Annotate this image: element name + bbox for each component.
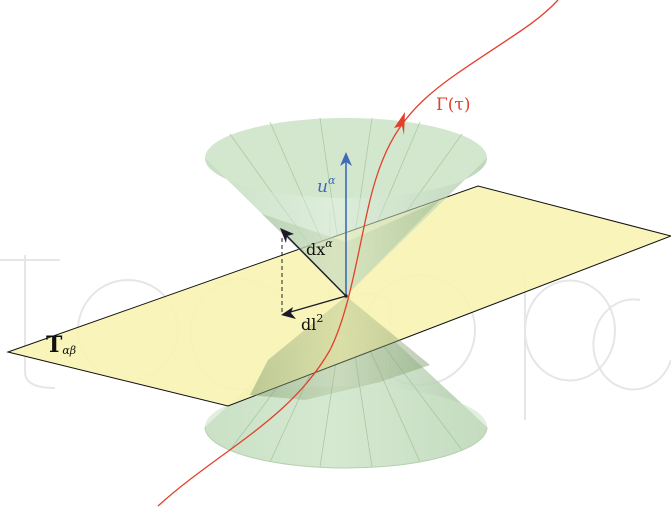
worldline-curve bbox=[157, 0, 559, 507]
four-velocity-superscript: α bbox=[328, 174, 336, 187]
four-velocity-vector bbox=[340, 152, 352, 296]
worldline-label: Γ(τ) bbox=[436, 95, 470, 115]
proper-length-vector bbox=[281, 295, 347, 319]
watermark-letter-t bbox=[0, 255, 60, 389]
tangent-space-symbol: T bbox=[46, 332, 63, 358]
watermark-letter-e2 bbox=[592, 298, 671, 391]
watermark-letter-p bbox=[524, 275, 616, 420]
proper-length-symbol: dl bbox=[301, 315, 316, 334]
four-velocity-symbol: u bbox=[317, 177, 328, 197]
displacement-superscript: α bbox=[325, 237, 333, 250]
proper-length-label: dl2 bbox=[301, 312, 323, 334]
tangent-space-label: Tαβ bbox=[46, 332, 76, 358]
displacement-label: dxα bbox=[306, 237, 333, 259]
event-point bbox=[344, 294, 348, 298]
past-cone-rim bbox=[204, 426, 488, 469]
proper-length-superscript: 2 bbox=[316, 312, 323, 325]
displacement-symbol: dx bbox=[306, 240, 325, 259]
four-velocity-label: uα bbox=[317, 174, 336, 197]
worldline-arrowhead bbox=[394, 112, 405, 135]
displacement-vector bbox=[280, 228, 347, 297]
tangent-space-subscript: αβ bbox=[62, 344, 76, 357]
